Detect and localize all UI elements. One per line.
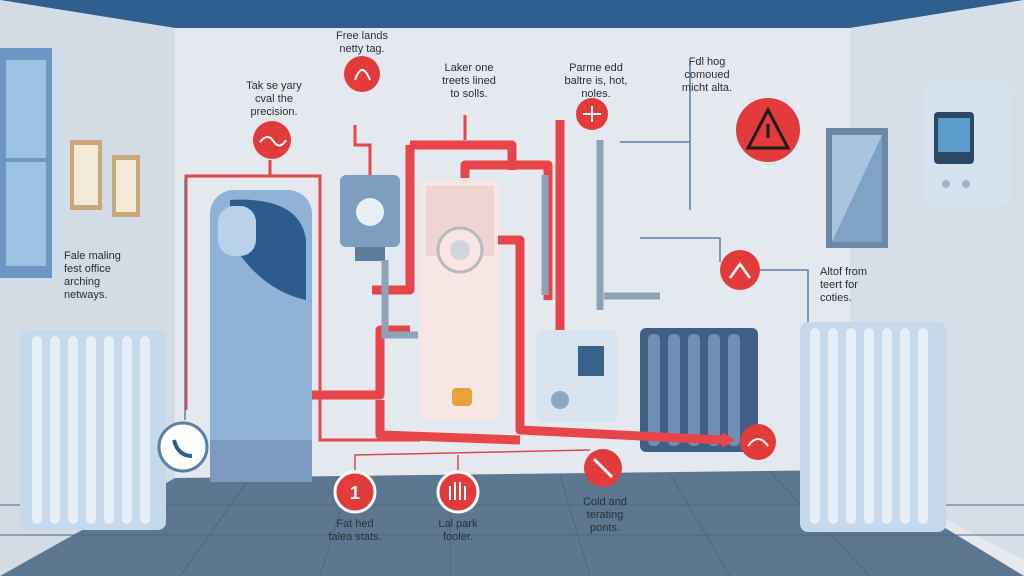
label-top-right: Fdl hog comoued micht alta. — [681, 56, 733, 94]
flame-icon — [344, 56, 380, 92]
control-unit — [340, 175, 400, 261]
chevron-up-icon — [720, 250, 760, 290]
left-radiator — [20, 330, 166, 530]
warning-icon — [736, 98, 800, 162]
wall-thermostat — [922, 86, 1010, 206]
label-top-left: Tak se yary cval the precision. — [246, 80, 302, 118]
floor — [0, 470, 1024, 576]
water-tank — [210, 190, 312, 482]
window-glass — [6, 60, 46, 266]
combi-unit — [536, 330, 618, 422]
label-top-center-left: Free lands netty tag. — [336, 30, 388, 55]
label-top-right-mid: Parme edd baltre is, hot, noles. — [564, 62, 628, 100]
number-badge — [333, 470, 377, 514]
ceiling — [0, 0, 1024, 28]
number-badge-text: 1 — [349, 483, 360, 503]
hand-stop-icon — [436, 470, 480, 514]
label-left-side: Fale maling fest office arching netways. — [64, 250, 121, 301]
label-bottom-right: Cold and terating ponts. — [582, 496, 628, 534]
slash-icon — [584, 449, 622, 487]
right-radiator — [800, 322, 946, 532]
drop-icon — [740, 424, 776, 460]
center-radiator — [640, 328, 758, 452]
label-right-side: Altof from teert for coties. — [820, 266, 868, 304]
label-bottom-mid: Lal park fooler. — [438, 518, 478, 543]
label-bottom-left: Fat hed falea stats. — [328, 518, 382, 543]
boiler — [420, 180, 500, 420]
thin-pipes — [184, 115, 467, 442]
callout-lines — [184, 62, 809, 420]
phone-icon — [157, 421, 209, 473]
wave-icon — [253, 121, 291, 159]
cold-pipes — [381, 140, 660, 339]
valve-icon — [576, 98, 608, 130]
label-top-middle: Laker one treets lined to solls. — [442, 62, 496, 100]
